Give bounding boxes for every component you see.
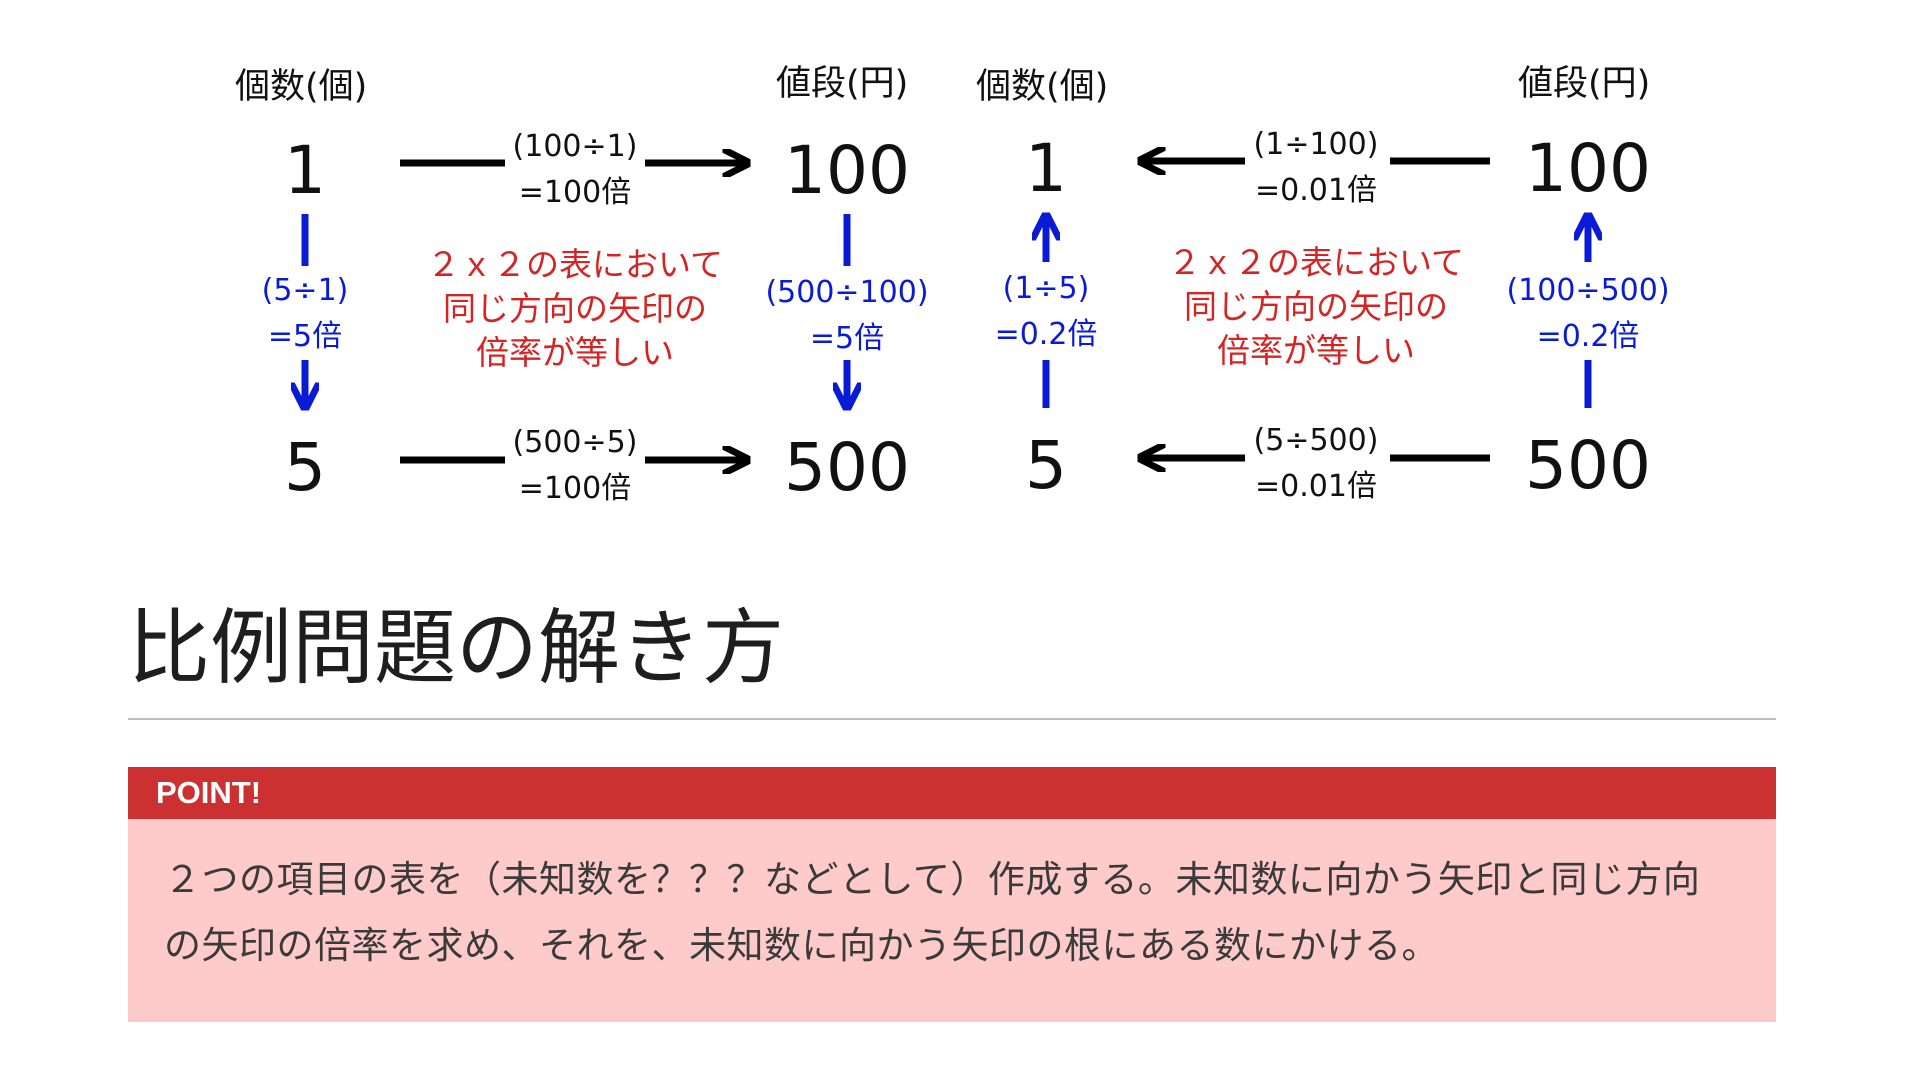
left-bottom-ratio: (500÷5) <box>512 425 638 460</box>
left-rule-line1: ２ｘ２の表において <box>426 245 724 284</box>
right-count-ratio-label: (1÷5) =0.2倍 <box>995 266 1098 358</box>
left-rule-line2: 同じ方向の矢印の <box>442 289 707 328</box>
right-bottom-ratio-label: (5÷500) =0.01倍 <box>1254 418 1379 510</box>
left-top-price: 100 <box>784 132 910 209</box>
point-text: ２つの項目の表を（未知数を？？？などとして）作成する。未知数に向かう矢印と同じ方… <box>164 858 1701 967</box>
right-top-ratio-label: (1÷100) =0.01倍 <box>1254 122 1379 214</box>
left-price-ratio: (500÷100) <box>765 275 929 310</box>
right-price-ratio-label: (100÷500) =0.2倍 <box>1506 268 1669 360</box>
right-count-result: =0.2倍 <box>994 317 1098 352</box>
right-price-ratio: (100÷500) <box>1506 273 1670 308</box>
left-bottom-count: 5 <box>284 429 326 506</box>
right-rule-line3: 倍率が等しい <box>1216 331 1415 370</box>
left-rule-note: ２ｘ２の表において 同じ方向の矢印の 倍率が等しい <box>427 243 723 375</box>
right-bottom-ratio: (5÷500) <box>1253 423 1379 458</box>
left-top-count: 1 <box>284 132 326 209</box>
right-bottom-price: 500 <box>1525 427 1651 504</box>
right-count-ratio: (1÷5) <box>1002 271 1090 306</box>
left-price-header: 値段(円) <box>776 64 909 104</box>
right-rule-line2: 同じ方向の矢印の <box>1183 287 1448 326</box>
section-title: 比例問題の解き方 <box>128 601 785 696</box>
left-top-result: =100倍 <box>518 175 632 210</box>
left-top-ratio: (100÷1) <box>512 129 638 164</box>
left-top-ratio-label: (100÷1) =100倍 <box>513 124 638 216</box>
left-rule-line3: 倍率が等しい <box>475 333 674 372</box>
right-top-result: =0.01倍 <box>1255 173 1377 208</box>
point-header-bar: POINT! <box>128 767 1776 819</box>
left-count-ratio-label: (5÷1) =5倍 <box>262 268 349 360</box>
left-count-ratio: (5÷1) <box>261 273 349 308</box>
left-bottom-result: =100倍 <box>518 471 632 506</box>
right-price-result: =0.2倍 <box>1536 319 1640 354</box>
left-count-result: =5倍 <box>267 319 343 354</box>
right-top-count: 1 <box>1025 130 1067 207</box>
right-price-header: 値段(円) <box>1518 64 1651 104</box>
left-price-result: =5倍 <box>809 321 885 356</box>
right-rule-note: ２ｘ２の表において 同じ方向の矢印の 倍率が等しい <box>1168 241 1464 373</box>
point-label: POINT! <box>156 775 262 810</box>
left-count-header: 個数(個) <box>235 67 368 107</box>
right-bottom-count: 5 <box>1025 427 1067 504</box>
right-rule-line1: ２ｘ２の表において <box>1167 243 1465 282</box>
left-price-ratio-label: (500÷100) =5倍 <box>765 270 928 362</box>
left-bottom-ratio-label: (500÷5) =100倍 <box>513 420 638 512</box>
right-count-header: 個数(個) <box>976 67 1109 107</box>
right-top-price: 100 <box>1525 130 1651 207</box>
section-divider <box>128 718 1776 720</box>
right-top-ratio: (1÷100) <box>1253 127 1379 162</box>
right-bottom-result: =0.01倍 <box>1255 469 1377 504</box>
point-body: ２つの項目の表を（未知数を？？？などとして）作成する。未知数に向かう矢印と同じ方… <box>128 819 1776 1022</box>
left-bottom-price: 500 <box>784 429 910 506</box>
